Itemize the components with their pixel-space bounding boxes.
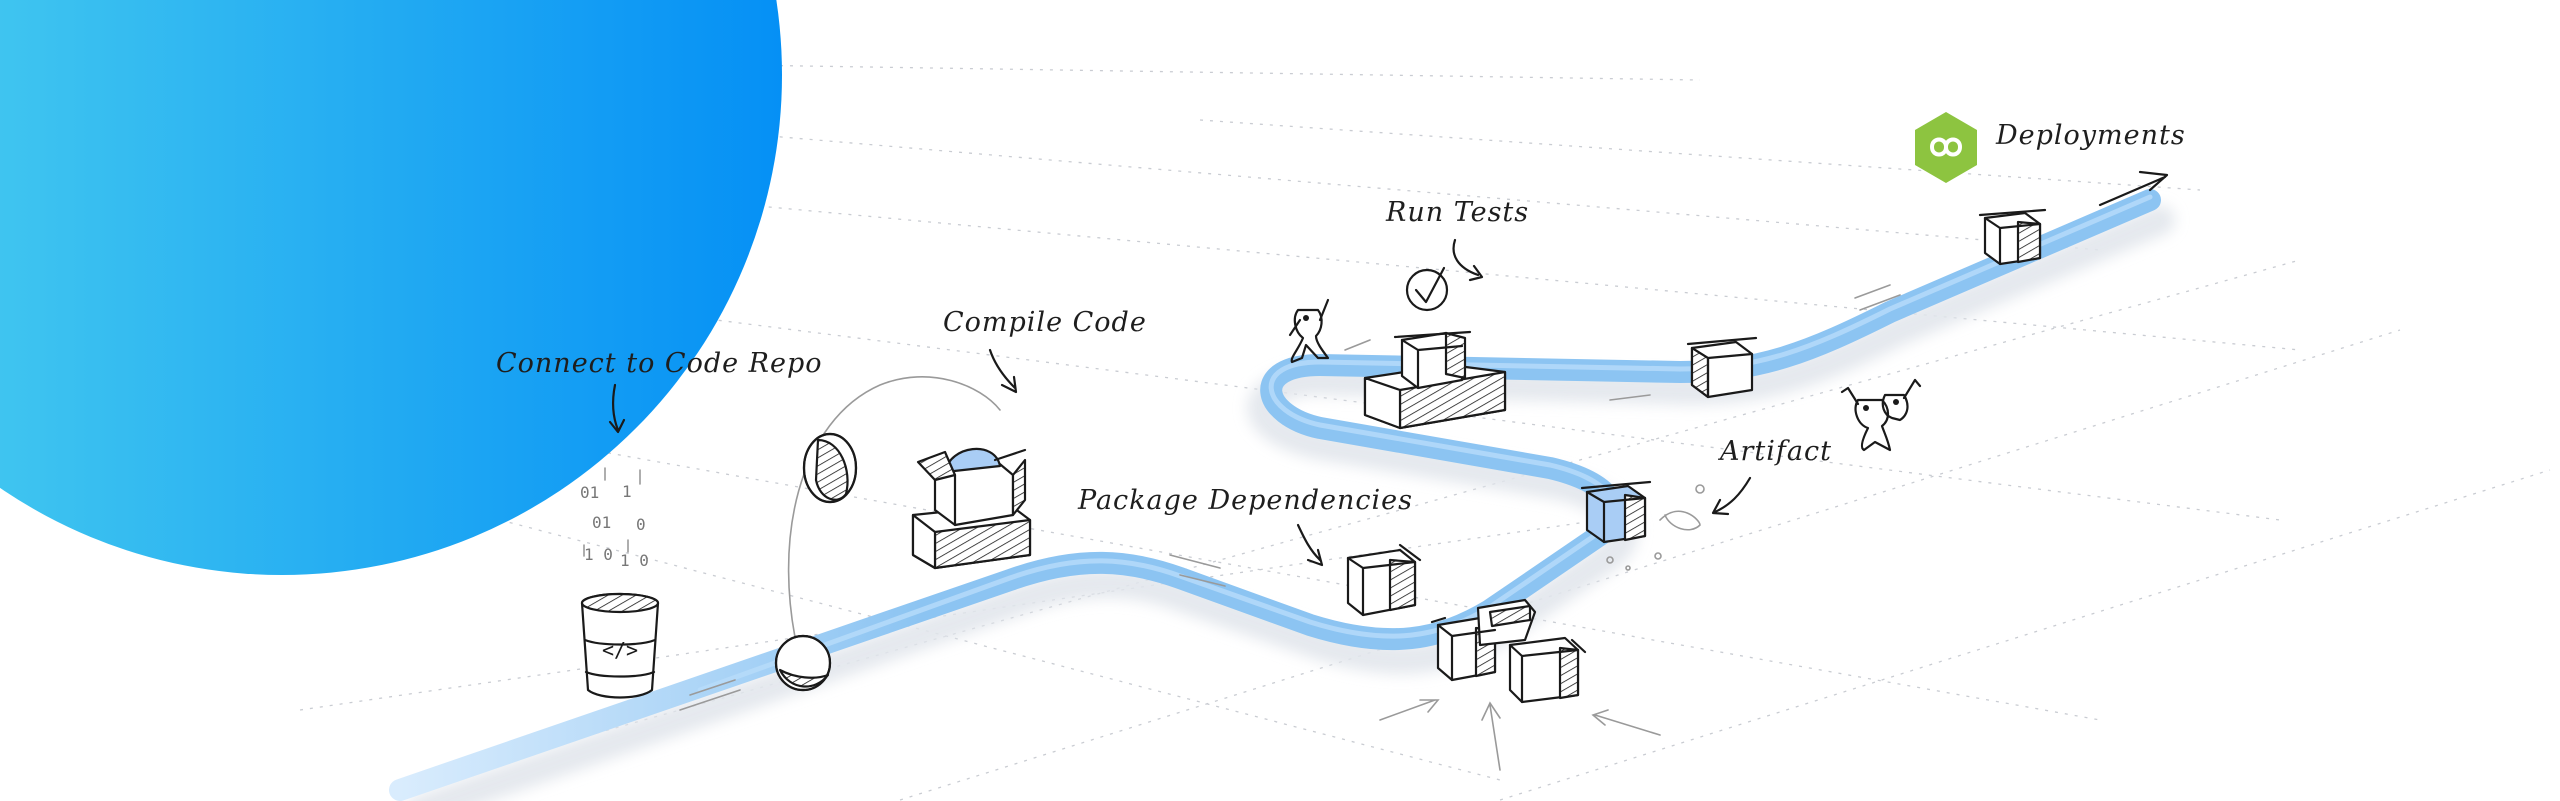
arrow-compile: [988, 348, 1018, 394]
tests-stack: [1363, 330, 1507, 430]
svg-text:</>: </>: [602, 638, 638, 662]
accent-circle: [0, 0, 782, 575]
code-bucket-icon: </>: [580, 592, 660, 699]
label-artifact: Artifact: [1717, 436, 1832, 467]
arrow-connect: [608, 383, 626, 434]
tests-out-box: [1609, 336, 1758, 401]
svg-text:0: 0: [636, 515, 646, 534]
svg-text:01: 01: [592, 513, 611, 532]
arrow-artifact: [1711, 476, 1752, 516]
arrow-package: [1296, 523, 1324, 567]
label-tests: Run Tests: [1385, 197, 1529, 228]
label-connect: Connect to Code Repo: [496, 348, 823, 379]
ball-top: [802, 432, 858, 504]
label-compile: Compile Code: [943, 307, 1147, 338]
svg-text:1: 1: [622, 482, 632, 501]
celebrating-figures: [1840, 378, 1922, 452]
bounce-arc: [787, 376, 1001, 661]
arrow-tests: [1452, 238, 1484, 282]
svg-text:01: 01: [580, 483, 599, 502]
package-box: [1346, 543, 1422, 617]
label-package: Package Dependencies: [1077, 485, 1413, 516]
ball-bottom: [679, 634, 832, 711]
artifact-box: [1580, 480, 1705, 571]
pipeline-arrow: [2098, 170, 2169, 207]
deploy-box: [1854, 208, 2047, 311]
compile-stack: [911, 448, 1032, 570]
package-cluster: [1430, 598, 1587, 704]
checkmark-circle-icon: [1405, 266, 1449, 312]
svg-text:1 0: 1 0: [620, 551, 649, 570]
binary-stream: 01 1 01 0 1 0 1 0: [580, 467, 649, 570]
label-deployments: Deployments: [1995, 120, 2186, 151]
infinity-hexagon-icon: [1915, 112, 1977, 183]
incoming-arrows: [1379, 699, 1661, 771]
tester-figure: [1288, 298, 1371, 364]
svg-text:1 0: 1 0: [584, 545, 613, 564]
